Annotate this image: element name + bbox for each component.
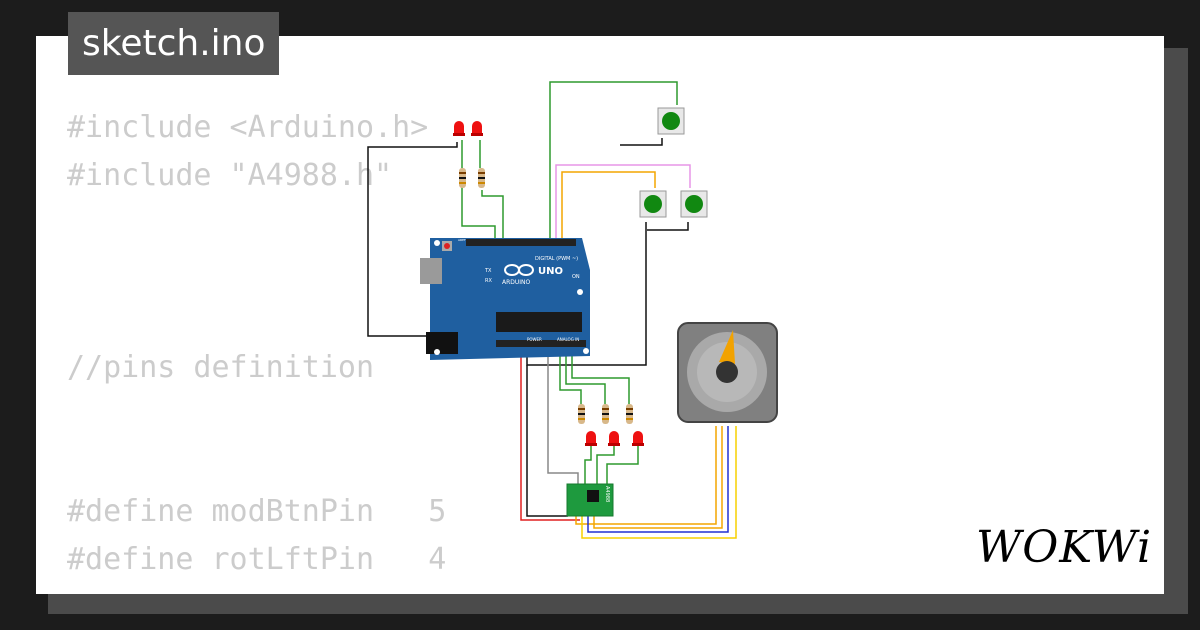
wire-green [606,440,639,485]
motor-needle [719,330,735,364]
a4988-driver: A4988 [566,483,614,517]
wire-red [520,352,580,521]
wire-yellow [581,426,737,539]
wire-green [584,440,592,485]
led-red [453,121,465,136]
code-line: #include "A4988.h" [67,158,393,193]
code-line: //pins definition [67,350,375,385]
stepper-motor [677,322,778,423]
code-line: #define rotLftPin 4 [67,542,447,577]
resistor [578,404,585,424]
analog-header [496,340,586,347]
wire-green [565,352,606,404]
wire-gray [547,352,579,485]
wire-black [367,142,458,337]
wire-black [526,222,647,366]
led-red [608,431,620,446]
wire-orange [561,171,656,240]
pushbutton [639,190,667,218]
wire-green [549,81,678,240]
wire-black [620,138,663,146]
wire-green [571,352,630,404]
wire-green [559,352,582,404]
wire-black [526,365,568,517]
digital-header [466,239,576,246]
board-brand: ARDUINO [502,279,531,286]
tx-label: TX [484,268,492,274]
resistor [459,168,466,188]
led-red [585,431,597,446]
wire-orange [593,426,723,529]
pushbutton [680,190,708,218]
preview-card: #include <Arduino.h> #include "A4988.h" //… [36,36,1164,594]
wire-blue [587,426,729,533]
power-header-label: POWER [527,337,542,342]
led-red [471,121,483,136]
wire-green [481,190,504,240]
code-line: #define rotRgtPin 3 [67,584,446,594]
power-jack [426,332,458,354]
atmega-chip [496,312,582,332]
circuit-diagram: DIGITAL (PWM ~) UNO ARDUINO TX RX ON POW… [367,81,778,539]
arduino-logo [504,264,534,276]
digital-header-label: DIGITAL (PWM ~) [535,256,578,262]
resistor [626,404,633,424]
wire-green [596,440,615,485]
analog-header-label: ANALOG IN [557,337,579,342]
aref-label: AREF [458,238,466,242]
pushbutton [657,107,685,135]
usb-port [420,258,442,284]
wire-black [647,222,689,231]
resistor [478,168,485,188]
on-label: ON [572,274,580,280]
board-name: UNO [538,266,563,277]
wokwi-logo: WOKWi [976,522,1153,573]
file-tab: sketch.ino [68,12,280,75]
driver-label: A4988 [604,486,610,502]
wire-green [461,182,496,240]
code-line: #define modBtnPin 5 [67,494,447,529]
rx-label: RX [485,278,492,284]
led-red [632,431,644,446]
resistor [602,404,609,424]
code-line: #include <Arduino.h> [67,110,429,145]
wire-pink [555,164,691,240]
code-background: #include <Arduino.h> #include "A4988.h" //… [67,104,446,594]
arduino-uno-board: DIGITAL (PWM ~) UNO ARDUINO TX RX ON POW… [420,238,590,360]
